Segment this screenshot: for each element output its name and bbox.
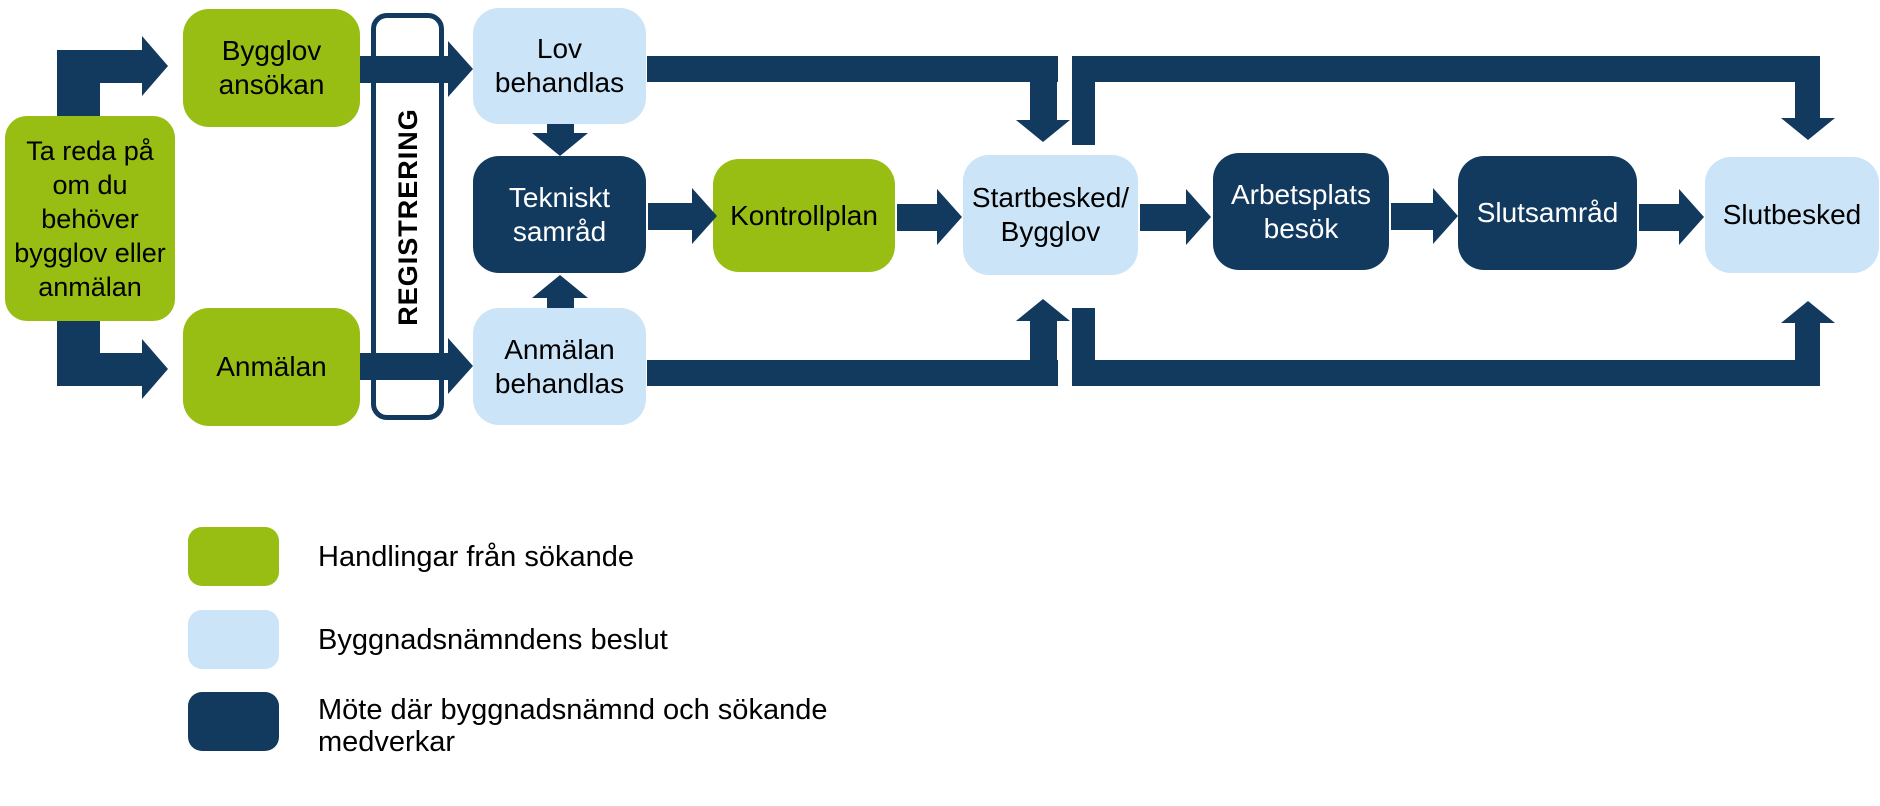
- arrow-segment: [1795, 56, 1820, 119]
- arrow-segment: [1030, 321, 1057, 386]
- arrow-head-icon: [448, 41, 473, 97]
- arrow-segment: [547, 296, 574, 308]
- node-slutbesked: Slutbesked: [1705, 157, 1879, 273]
- arrow-segment: [57, 353, 142, 386]
- node-tekniskt-samrad: Tekniskt samråd: [473, 156, 646, 273]
- arrow-head-icon: [532, 275, 588, 298]
- arrow-head-icon: [937, 189, 962, 245]
- arrow-segment: [1140, 204, 1186, 231]
- legend-label-lightblue: Byggnadsnämndens beslut: [318, 624, 668, 656]
- arrow-head-icon: [1781, 301, 1835, 323]
- arrow-segment: [1072, 56, 1820, 82]
- arrow-head-icon: [1433, 188, 1458, 244]
- legend-swatch-navy: [188, 692, 279, 751]
- node-startbesked-bygglov: Startbesked/ Bygglov: [963, 155, 1138, 275]
- node-bygglov-ansokan: Bygglov ansökan: [183, 9, 360, 127]
- node-arbetsplatsbesok: Arbetsplats besök: [1213, 153, 1389, 270]
- node-anmalan: Anmälan: [183, 308, 360, 426]
- arrow-head-icon: [142, 36, 168, 96]
- arrow-segment: [647, 360, 1058, 386]
- arrow-segment: [648, 203, 692, 230]
- arrow-segment: [547, 124, 574, 135]
- legend-swatch-lightblue: [188, 610, 279, 669]
- node-slutsamrad: Slutsamråd: [1458, 156, 1637, 270]
- arrow-segment: [1795, 323, 1820, 386]
- node-anmalan-behandlas: Anmälan behandlas: [473, 308, 646, 425]
- registrering-label: REGISTRERING: [392, 107, 423, 326]
- arrow-segment: [1030, 56, 1057, 121]
- node-ta-reda: Ta reda på om du behöver bygglov eller a…: [5, 116, 175, 321]
- arrow-head-icon: [142, 339, 168, 399]
- legend-swatch-green: [188, 527, 279, 586]
- arrow-segment: [1072, 56, 1095, 145]
- node-kontrollplan: Kontrollplan: [713, 159, 895, 272]
- arrow-segment: [57, 50, 100, 116]
- arrow-head-icon: [1781, 118, 1835, 140]
- arrow-head-icon: [448, 338, 473, 394]
- arrow-head-icon: [1679, 189, 1704, 245]
- legend-label-green: Handlingar från sökande: [318, 541, 634, 573]
- arrow-segment: [57, 321, 100, 386]
- legend-label-navy: Möte där byggnadsnämnd och sökande medve…: [318, 694, 828, 758]
- arrow-segment: [1391, 203, 1433, 230]
- arrow-segment: [1639, 204, 1679, 231]
- arrow-segment: [1072, 360, 1820, 386]
- arrow-segment: [897, 204, 937, 231]
- arrow-segment: [647, 56, 1058, 82]
- arrow-head-icon: [1016, 299, 1070, 321]
- arrow-segment: [57, 50, 142, 83]
- node-lov-behandlas: Lov behandlas: [473, 8, 646, 124]
- arrow-head-icon: [1016, 120, 1070, 142]
- arrow-head-icon: [1186, 189, 1211, 245]
- arrow-head-icon: [532, 133, 588, 156]
- node-registrering: REGISTRERING: [371, 13, 444, 420]
- arrow-segment: [1072, 308, 1095, 386]
